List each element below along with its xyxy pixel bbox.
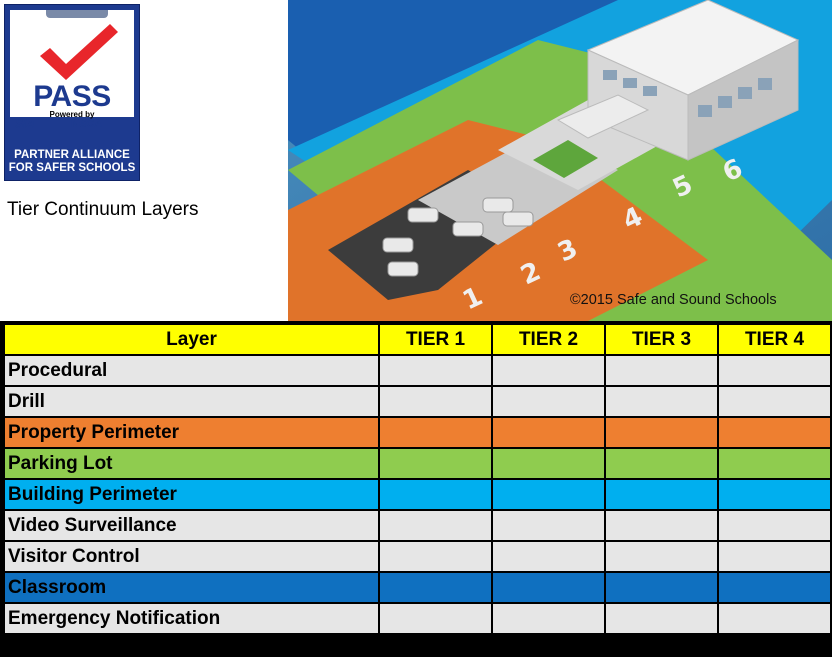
table-row: Visitor Control [3,540,832,573]
logo-tagline-line1: PARTNER ALLIANCE [14,149,130,161]
header-tier-4: TIER 4 [717,323,832,356]
tier-2-cell [491,416,606,449]
table-row: Property Perimeter [3,416,832,449]
tier-2-cell [491,602,606,635]
tier-3-cell [604,447,719,480]
tier-3-cell [604,354,719,387]
tier-1-cell [378,540,493,573]
tier-2-cell [491,385,606,418]
logo-powered-by: Powered by [49,110,95,119]
tier-4-cell [717,416,832,449]
tier-1-cell [378,416,493,449]
tier-4-cell [717,540,832,573]
tier-1-cell [378,354,493,387]
logo-tagline-line2: FOR SAFER SCHOOLS [8,162,136,174]
tier-1-cell [378,447,493,480]
nsca-logo: NSCA [71,118,103,130]
tier-4-cell [717,447,832,480]
header-tier-1: TIER 1 [378,323,493,356]
table-row: Drill [3,385,832,418]
logo-tagline: PARTNER ALLIANCE FOR SAFER SCHOOLS [5,149,139,175]
tier-4-cell [717,509,832,542]
tier-2-cell [491,447,606,480]
tier-scene-illustration: 1 2 3 4 5 6 [288,0,832,321]
header-tier-2: TIER 2 [491,323,606,356]
header-layer: Layer [3,323,380,356]
parked-cars [382,197,534,277]
tier-3-cell [604,509,719,542]
layer-label: Visitor Control [3,540,380,573]
logo-orgs: SIA NSCA [11,117,131,137]
checkmark-icon [40,24,118,80]
sia-logo: SIA [15,117,36,131]
courtyard-lawn [533,140,598,178]
tier-4-cell [717,354,832,387]
tier-4-cell [717,571,832,604]
tier-4-cell [717,385,832,418]
logo-word: PASS [33,80,111,113]
tier-2-cell [491,478,606,511]
tier-1-cell [378,602,493,635]
tier-3-cell [604,478,719,511]
table-row: Procedural [3,354,832,387]
table-header-row: Layer TIER 1 TIER 2 TIER 3 TIER 4 [3,323,832,356]
layer-label: Procedural [3,354,380,387]
tier-1-cell [378,509,493,542]
page-title: Tier Continuum Layers [7,199,199,220]
table-row: Building Perimeter [3,478,832,511]
layer-label: Classroom [3,571,380,604]
table-row: Emergency Notification [3,602,832,635]
layer-label: Building Perimeter [3,478,380,511]
tier-2-cell [491,571,606,604]
school-building [556,0,800,161]
tier-1-cell [378,385,493,418]
tier-3-cell [604,602,719,635]
table-row: Classroom [3,571,832,604]
tier-2-cell [491,540,606,573]
pass-logo: PASS Powered by SIA NSCA PARTNER ALLIANC… [4,4,140,181]
tier-continuum-table: Layer TIER 1 TIER 2 TIER 3 TIER 4 Proced… [3,323,832,635]
layer-label: Video Surveillance [3,509,380,542]
tier-1-cell [378,478,493,511]
header-panel: PASS Powered by SIA NSCA PARTNER ALLIANC… [0,0,288,321]
layer-label: Drill [3,385,380,418]
tier-1-cell [378,571,493,604]
clipboard-clip-icon [46,10,108,18]
table-row: Video Surveillance [3,509,832,542]
header-tier-3: TIER 3 [604,323,719,356]
tier-2-cell [491,354,606,387]
tier-2-cell [491,509,606,542]
tier-4-cell [717,478,832,511]
layer-label: Emergency Notification [3,602,380,635]
tier-4-cell [717,602,832,635]
logo-badge: PASS Powered by [10,10,134,119]
tier-3-cell [604,540,719,573]
layer-label: Property Perimeter [3,416,380,449]
copyright-notice: ©2015 Safe and Sound Schools [570,292,777,308]
scene-svg: 1 2 3 4 5 6 [288,0,832,321]
tier-3-cell [604,571,719,604]
tier-3-cell [604,385,719,418]
layer-label: Parking Lot [3,447,380,480]
tier-3-cell [604,416,719,449]
table-row: Parking Lot [3,447,832,480]
